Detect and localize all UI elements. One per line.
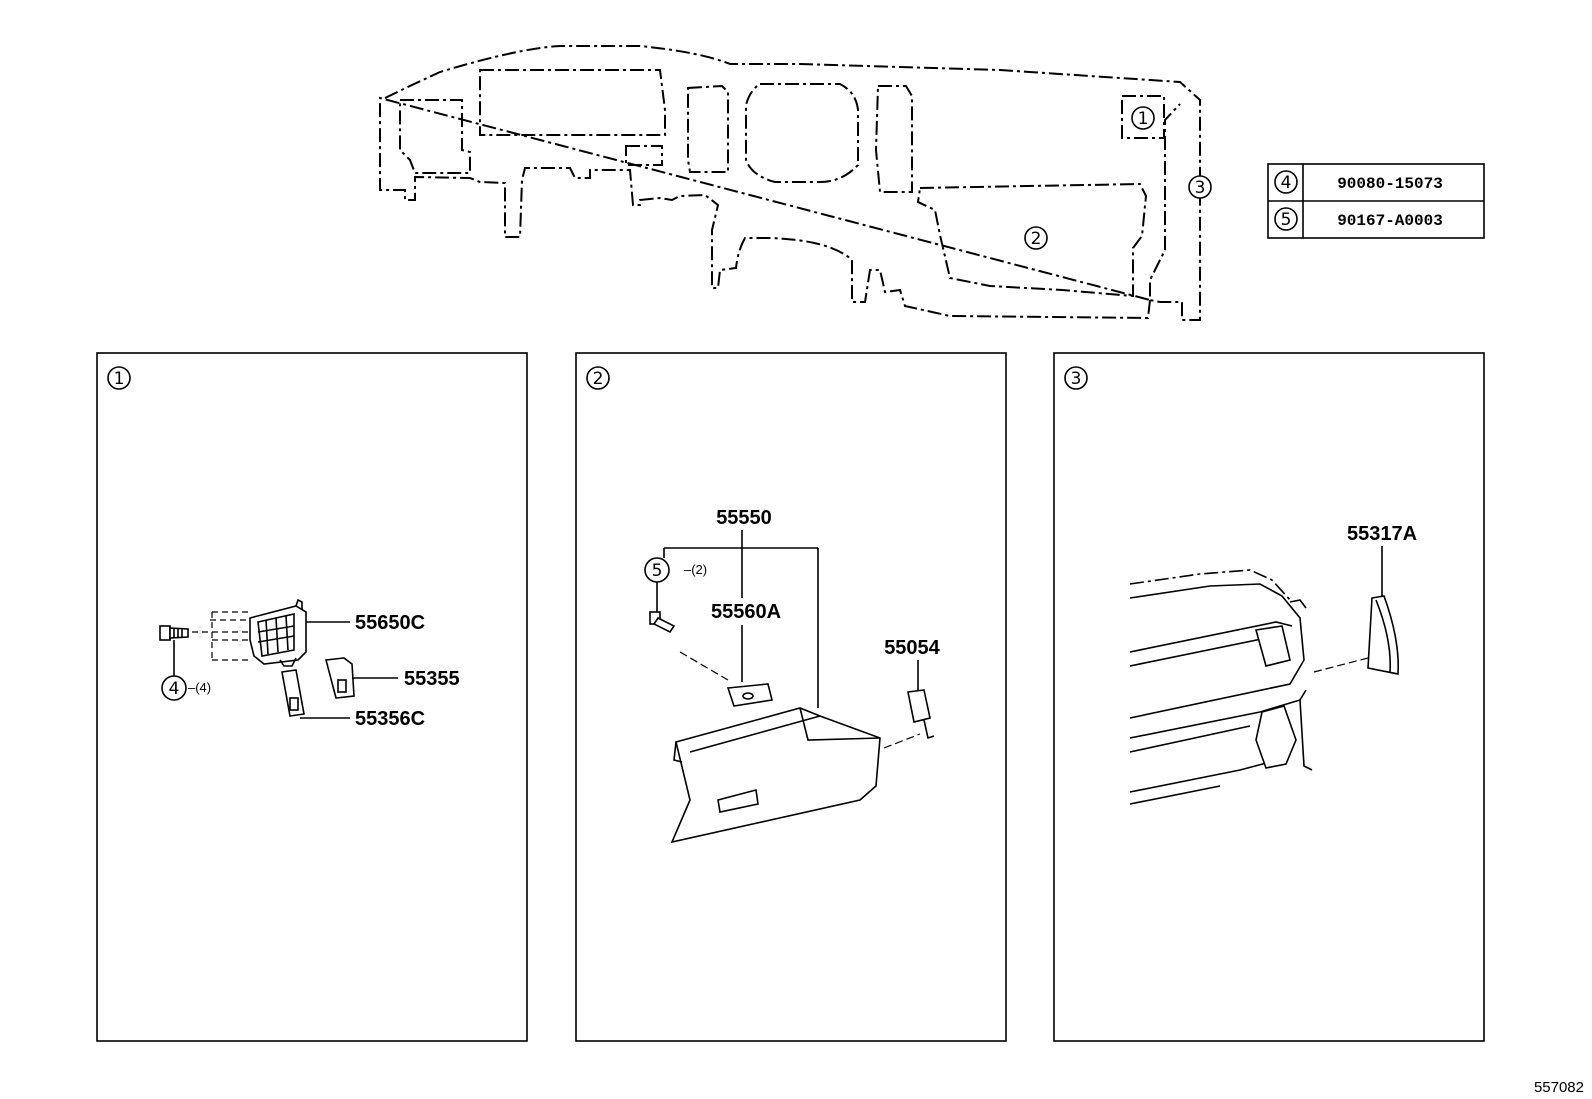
fastener-4-marker xyxy=(161,675,187,701)
dashboard-outline xyxy=(379,45,1201,321)
label-55054: 55054 xyxy=(884,637,940,659)
panel-2-number: 2 xyxy=(593,369,604,389)
callout-3 xyxy=(1188,175,1212,199)
callout-2-label: 2 xyxy=(1031,229,1042,249)
table-row-4-part-number: 90080-15073 xyxy=(1337,175,1443,193)
table-row-5-marker xyxy=(1274,207,1298,231)
dashboard-detail xyxy=(1129,569,1313,805)
panel-1-number: 1 xyxy=(114,369,125,389)
panel-1: 1 55650C 55355 55356C 4 –(4) xyxy=(96,352,528,1042)
table-row-4-num: 4 xyxy=(1281,173,1292,193)
callout-1 xyxy=(1131,106,1155,130)
label-55317A: 55317A xyxy=(1347,523,1417,545)
fastener-4-qty: –(4) xyxy=(188,680,211,695)
panel-3-number: 3 xyxy=(1071,369,1082,389)
grille-part xyxy=(249,598,307,667)
dashboard-overview: 1 2 3 xyxy=(379,45,1212,321)
screw-5 xyxy=(649,611,676,634)
side-cover-part xyxy=(1367,595,1400,675)
label-55355: 55355 xyxy=(404,668,460,690)
fastener-5-num: 5 xyxy=(652,561,663,581)
fastener-4-num: 4 xyxy=(169,679,180,699)
label-55550: 55550 xyxy=(716,507,772,529)
glovebox xyxy=(670,707,881,844)
table-row-5-num: 5 xyxy=(1281,210,1292,230)
callout-1-label: 1 xyxy=(1138,109,1149,129)
panel-3: 3 55317A xyxy=(1053,352,1485,1042)
fastener-5-qty: –(2) xyxy=(684,562,707,577)
diagram-id: 557082 xyxy=(1534,1079,1584,1096)
callout-2 xyxy=(1024,226,1048,250)
label-55650C: 55650C xyxy=(355,612,425,634)
callout-3-label: 3 xyxy=(1195,178,1206,198)
panel-2: 2 55550 55560A 5 –(2) 55054 xyxy=(575,352,1007,1042)
screw-4 xyxy=(159,625,189,641)
label-55560A: 55560A xyxy=(711,601,781,623)
table-row-4-marker xyxy=(1274,170,1298,194)
table-row-5-part-number: 90167-A0003 xyxy=(1337,212,1443,230)
parts-table: 4 90080-15073 5 90167-A0003 xyxy=(1267,163,1485,239)
label-55356C: 55356C xyxy=(355,708,425,730)
damper-part xyxy=(907,689,935,740)
